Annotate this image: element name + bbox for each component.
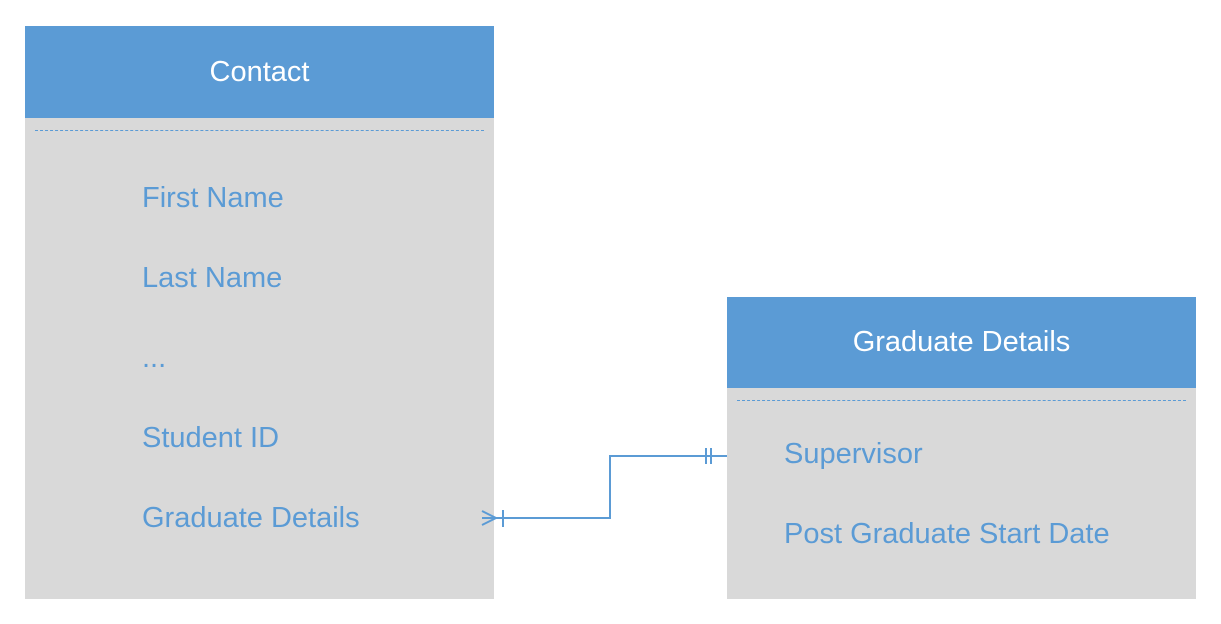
field-graduate-details: Graduate Details bbox=[142, 502, 360, 534]
field-post-graduate-start-date: Post Graduate Start Date bbox=[784, 518, 1110, 550]
graduate-details-entity-title: Graduate Details bbox=[727, 297, 1196, 388]
relationship-line bbox=[482, 455, 727, 519]
graduate-details-divider bbox=[737, 400, 1186, 401]
one-and-only-one-marker bbox=[705, 448, 712, 464]
field-first-name: First Name bbox=[142, 182, 284, 214]
field-ellipsis: ... bbox=[142, 342, 167, 374]
graduate-details-entity: Graduate Details Supervisor Post Graduat… bbox=[727, 297, 1196, 599]
crows-foot-many-marker bbox=[481, 510, 504, 527]
contact-entity: Contact First Name Last Name ... Student… bbox=[25, 26, 494, 599]
field-student-id: Student ID bbox=[142, 422, 280, 454]
contact-divider bbox=[35, 130, 484, 131]
contact-entity-title: Contact bbox=[25, 26, 494, 118]
field-last-name: Last Name bbox=[142, 262, 283, 294]
field-supervisor: Supervisor bbox=[784, 438, 923, 470]
